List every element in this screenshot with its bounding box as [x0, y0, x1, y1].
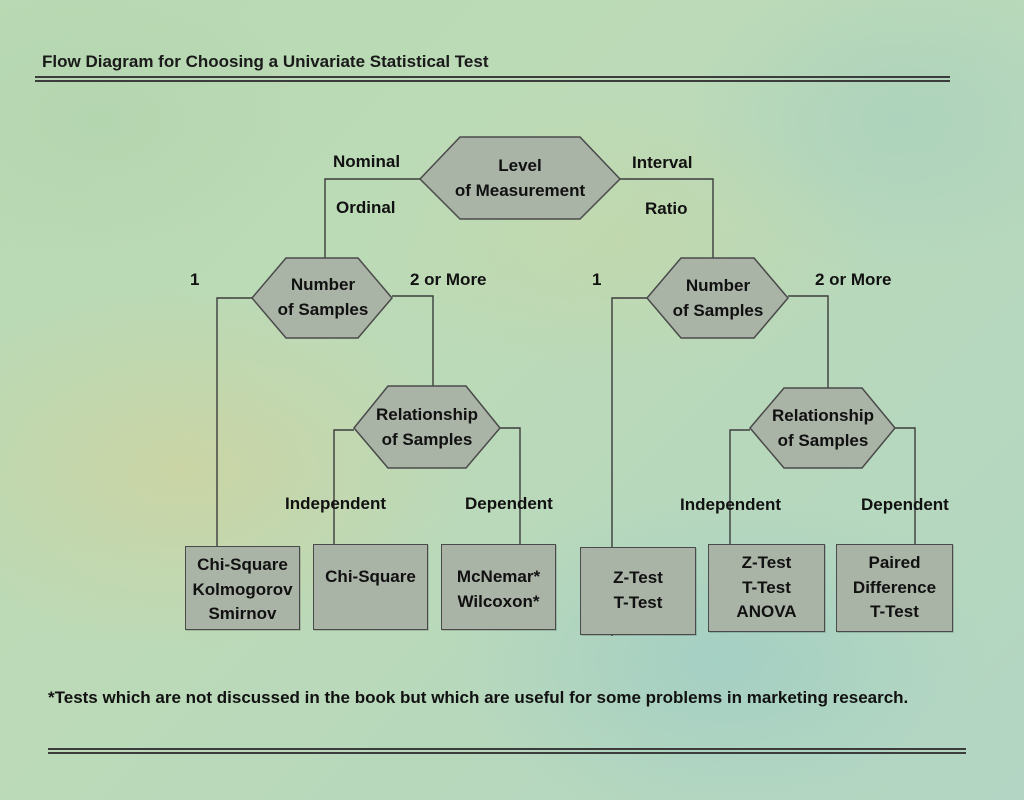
test-box-chi-square: Chi-Square [313, 544, 428, 630]
right-samples-node-label: Number of Samples [672, 276, 764, 320]
left-relationship-hexagon [353, 385, 501, 469]
test-box-chi-square-kolmogorov: Chi-Square Kolmogorov Smirnov [185, 546, 300, 630]
branch-ordinal: Ordinal [336, 198, 396, 217]
connector-left-one [216, 297, 252, 546]
connector-left [324, 178, 420, 258]
right-samples-hexagon [646, 257, 789, 339]
right-relationship-hexagon [749, 387, 896, 469]
test-box-mcnemar-wilcoxon: McNemar* Wilcoxon* [441, 544, 556, 630]
left-samples-hexagon [251, 257, 393, 339]
branch-ratio: Ratio [645, 199, 688, 218]
test-box-paired-difference: Paired Difference T-Test [836, 544, 953, 632]
connector-right [620, 178, 714, 258]
left-samples-node-label: Number of Samples [277, 275, 369, 319]
right-dependent-label: Dependent [861, 495, 949, 514]
right-independent-label: Independent [680, 495, 782, 514]
right-more-label: 2 or More [815, 270, 892, 289]
left-independent-label: Independent [285, 494, 387, 513]
test-box-z-t-anova: Z-Test T-Test ANOVA [708, 544, 825, 632]
connector-left-more [392, 295, 434, 386]
footer-rule [48, 748, 966, 750]
left-dependent-label: Dependent [465, 494, 553, 513]
right-one-label: 1 [592, 270, 602, 289]
connector-right-more [788, 295, 829, 388]
connector-left-dependent [500, 427, 521, 546]
branch-nominal: Nominal [333, 152, 401, 171]
left-relationship-node-label: Relationship of Samples [375, 405, 478, 449]
connector-right-one [611, 297, 647, 636]
connector-left-independent [333, 429, 354, 546]
branch-interval: Interval [632, 153, 693, 172]
title-rule [35, 76, 950, 78]
footnote: *Tests which are not discussed in the bo… [48, 688, 909, 707]
root-hexagon [418, 136, 622, 220]
left-more-label: 2 or More [410, 270, 487, 289]
test-box-z-t: Z-Test T-Test [580, 547, 696, 635]
connector-right-independent [729, 429, 750, 546]
right-relationship-node-label: Relationship of Samples [771, 406, 874, 450]
connector-right-dependent [895, 427, 916, 546]
title-rule [35, 80, 950, 82]
root-node-label: Level of Measurement [454, 156, 586, 200]
page-title: Flow Diagram for Choosing a Univariate S… [42, 52, 489, 71]
left-one-label: 1 [190, 270, 200, 289]
footer-rule [48, 752, 966, 754]
